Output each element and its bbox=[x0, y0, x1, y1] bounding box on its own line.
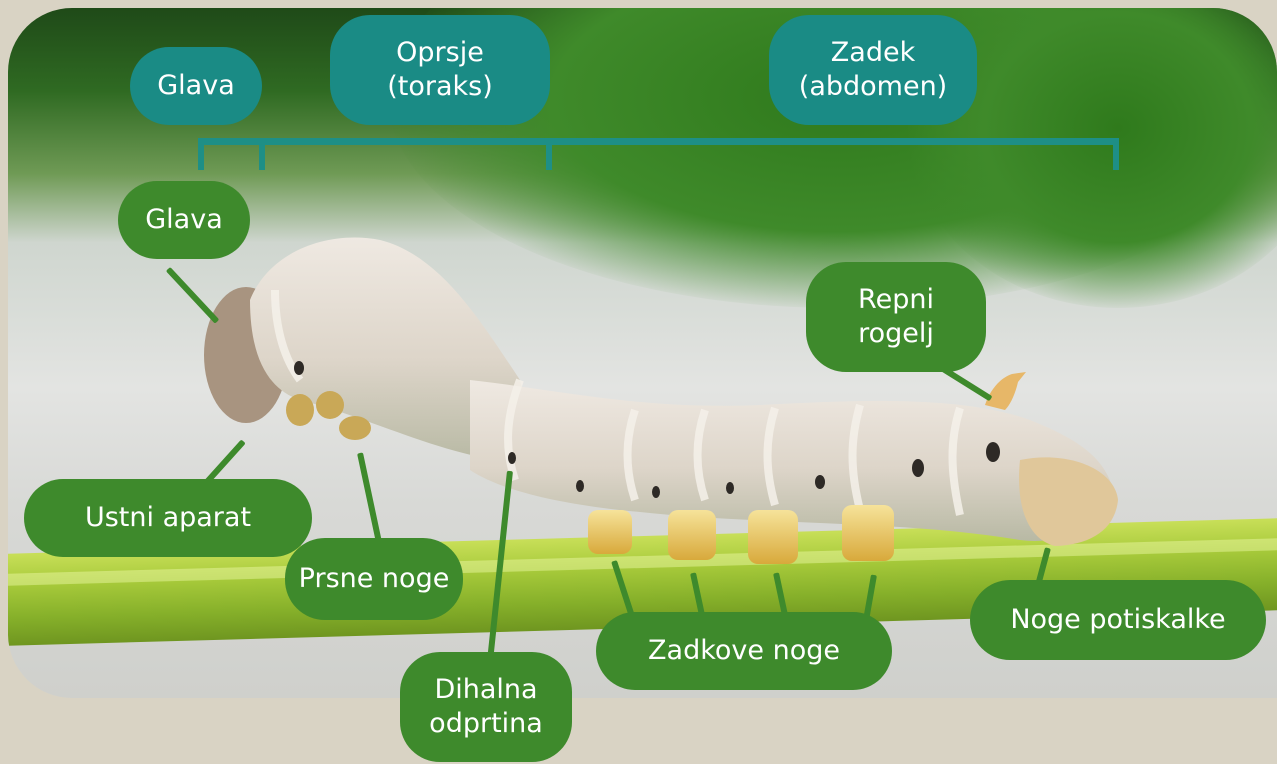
segment-bracket-bar bbox=[198, 138, 1119, 145]
label-prolegs-pill: Zadkove noge bbox=[596, 612, 892, 690]
label-head-pill: Glava bbox=[118, 181, 250, 259]
label-spiracle-pill: Dihalna odprtina bbox=[400, 652, 572, 762]
tail-horn bbox=[985, 372, 1026, 410]
segment-abdomen-label: Zadek bbox=[831, 37, 915, 68]
segment-bracket-tick bbox=[1113, 138, 1119, 170]
label-anal-prolegs: Noge potiskalke bbox=[1010, 603, 1225, 637]
segment-bracket-tick bbox=[259, 138, 265, 170]
segment-bracket-tick bbox=[546, 138, 552, 170]
label-spiracle-line1: Dihalna bbox=[434, 674, 537, 705]
label-spiracle-line2: odprtina bbox=[429, 708, 543, 739]
label-head: Glava bbox=[145, 203, 223, 237]
label-horn-pill: Repni rogelj bbox=[806, 262, 986, 372]
label-horn-line1: Repni bbox=[858, 284, 934, 315]
label-thoracic-legs: Prsne noge bbox=[299, 562, 450, 596]
label-mouthparts: Ustni aparat bbox=[85, 501, 251, 535]
label-horn-line2: rogelj bbox=[858, 318, 934, 349]
segment-bracket-tick bbox=[198, 138, 204, 170]
segment-head-label: Glava bbox=[157, 69, 235, 103]
label-mouthparts-pill: Ustni aparat bbox=[24, 479, 312, 557]
label-thoracic-legs-pill: Prsne noge bbox=[285, 538, 463, 620]
segment-thorax-sublabel: (toraks) bbox=[387, 71, 493, 102]
label-prolegs: Zadkove noge bbox=[648, 634, 840, 668]
segment-head-pill: Glava bbox=[130, 47, 262, 125]
segment-abdomen-pill: Zadek (abdomen) bbox=[769, 15, 977, 125]
segment-thorax-label: Oprsje bbox=[396, 37, 484, 68]
segment-thorax-pill: Oprsje (toraks) bbox=[330, 15, 550, 125]
label-anal-prolegs-pill: Noge potiskalke bbox=[970, 580, 1266, 660]
segment-abdomen-sublabel: (abdomen) bbox=[799, 71, 947, 102]
